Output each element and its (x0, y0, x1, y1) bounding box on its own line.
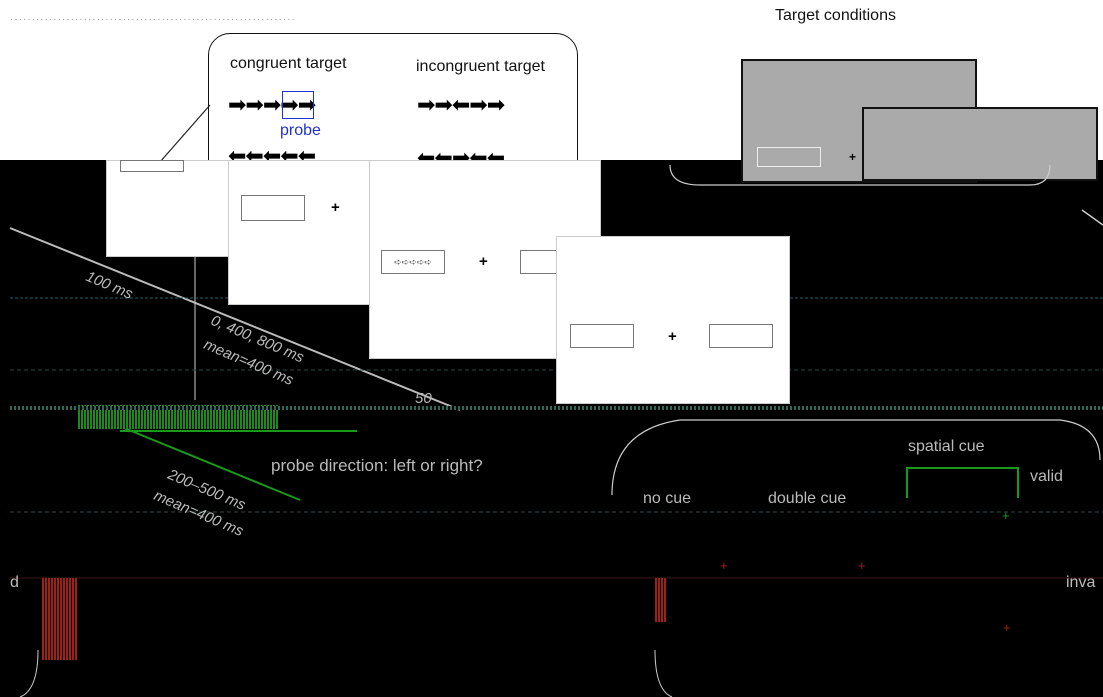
left-edge-fragment: d (10, 574, 19, 591)
panel-cue-cross: + (331, 199, 340, 216)
panel-fixation-slot (120, 160, 184, 172)
panel-response (556, 236, 790, 404)
gray-panel-front (862, 107, 1098, 181)
congruent-target-label: congruent target (230, 55, 347, 72)
panel-response-right-slot (709, 324, 773, 348)
spatial-cue-label: spatial cue (908, 438, 985, 455)
probe-highlight (282, 91, 314, 119)
diagram-title: Target conditions (775, 7, 896, 24)
cue-cross-c: + (1003, 620, 1011, 635)
valid-label: valid (1030, 468, 1063, 485)
panel-target-right-slot (520, 250, 562, 274)
panel-target-arrow-slot: ➪➪➪➪➪ (381, 250, 445, 274)
cue-cross-b: + (858, 558, 866, 573)
cue-cross-green: + (1002, 508, 1010, 523)
panel-response-left-slot (570, 324, 634, 348)
red-stripe-middle (655, 578, 667, 622)
gray-panel-slot (757, 147, 821, 167)
cue-cross-a: + (720, 558, 728, 573)
no-cue-label: no cue (643, 490, 692, 507)
panel-cue-left-slot (241, 195, 305, 221)
double-cue-label: double cue (768, 490, 847, 507)
congruent-arrows-right: ➡➡➡➡➡ (228, 92, 316, 117)
invalid-label: inva (1066, 574, 1096, 591)
green-line (120, 430, 357, 432)
texture-strip (10, 406, 1103, 410)
probe-label: probe (280, 122, 321, 139)
panel-response-cross: + (668, 328, 677, 345)
gray-panel-cross: + (849, 150, 857, 164)
probe-direction-question: probe direction: left or right? (271, 456, 483, 475)
incongruent-target-label: incongruent target (416, 58, 545, 75)
panel-cue (228, 160, 370, 305)
panel-fixation (106, 160, 230, 257)
incongruent-arrows-right: ➡➡⬅➡➡ (417, 92, 505, 117)
red-stripe-left (42, 578, 78, 660)
panel-target-cross: + (479, 253, 488, 270)
timing-label-50: 50 (415, 390, 432, 407)
decorative-dots: ········································… (10, 14, 296, 25)
